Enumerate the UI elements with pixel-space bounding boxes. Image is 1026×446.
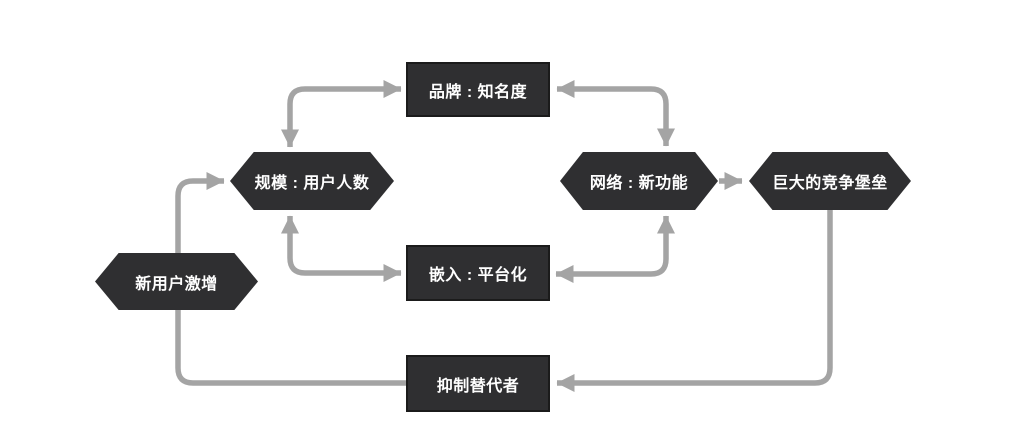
node-surge-label: 新用户激增	[135, 275, 218, 293]
node-fortress-label: 巨大的竞争堡垒	[772, 175, 888, 192]
arrow-fortress-suppress	[556, 210, 833, 392]
node-suppress[interactable]: 抑制替代者	[406, 355, 550, 412]
arrow-scale-brand	[281, 80, 402, 148]
node-network-label: 网络 : 新功能	[589, 175, 689, 192]
node-surge[interactable]: 新用户激增	[95, 253, 258, 310]
node-fortress[interactable]: 巨大的竞争堡垒	[749, 152, 911, 210]
node-network[interactable]: 网络 : 新功能	[560, 152, 718, 210]
node-scale[interactable]: 规模 : 用户人数	[230, 152, 394, 210]
node-embed[interactable]: 嵌入 : 平台化	[406, 245, 550, 301]
node-brand-label: 品牌 : 知名度	[428, 83, 528, 101]
arrow-scale-embed	[281, 215, 402, 282]
node-suppress-label: 抑制替代者	[436, 377, 520, 395]
arrow-brand-network	[556, 80, 675, 147]
node-scale-label: 规模 : 用户人数	[254, 175, 370, 192]
node-brand[interactable]: 品牌 : 知名度	[406, 62, 550, 117]
node-embed-label: 嵌入 : 平台化	[428, 267, 528, 284]
arrow-embed-network	[555, 215, 675, 283]
